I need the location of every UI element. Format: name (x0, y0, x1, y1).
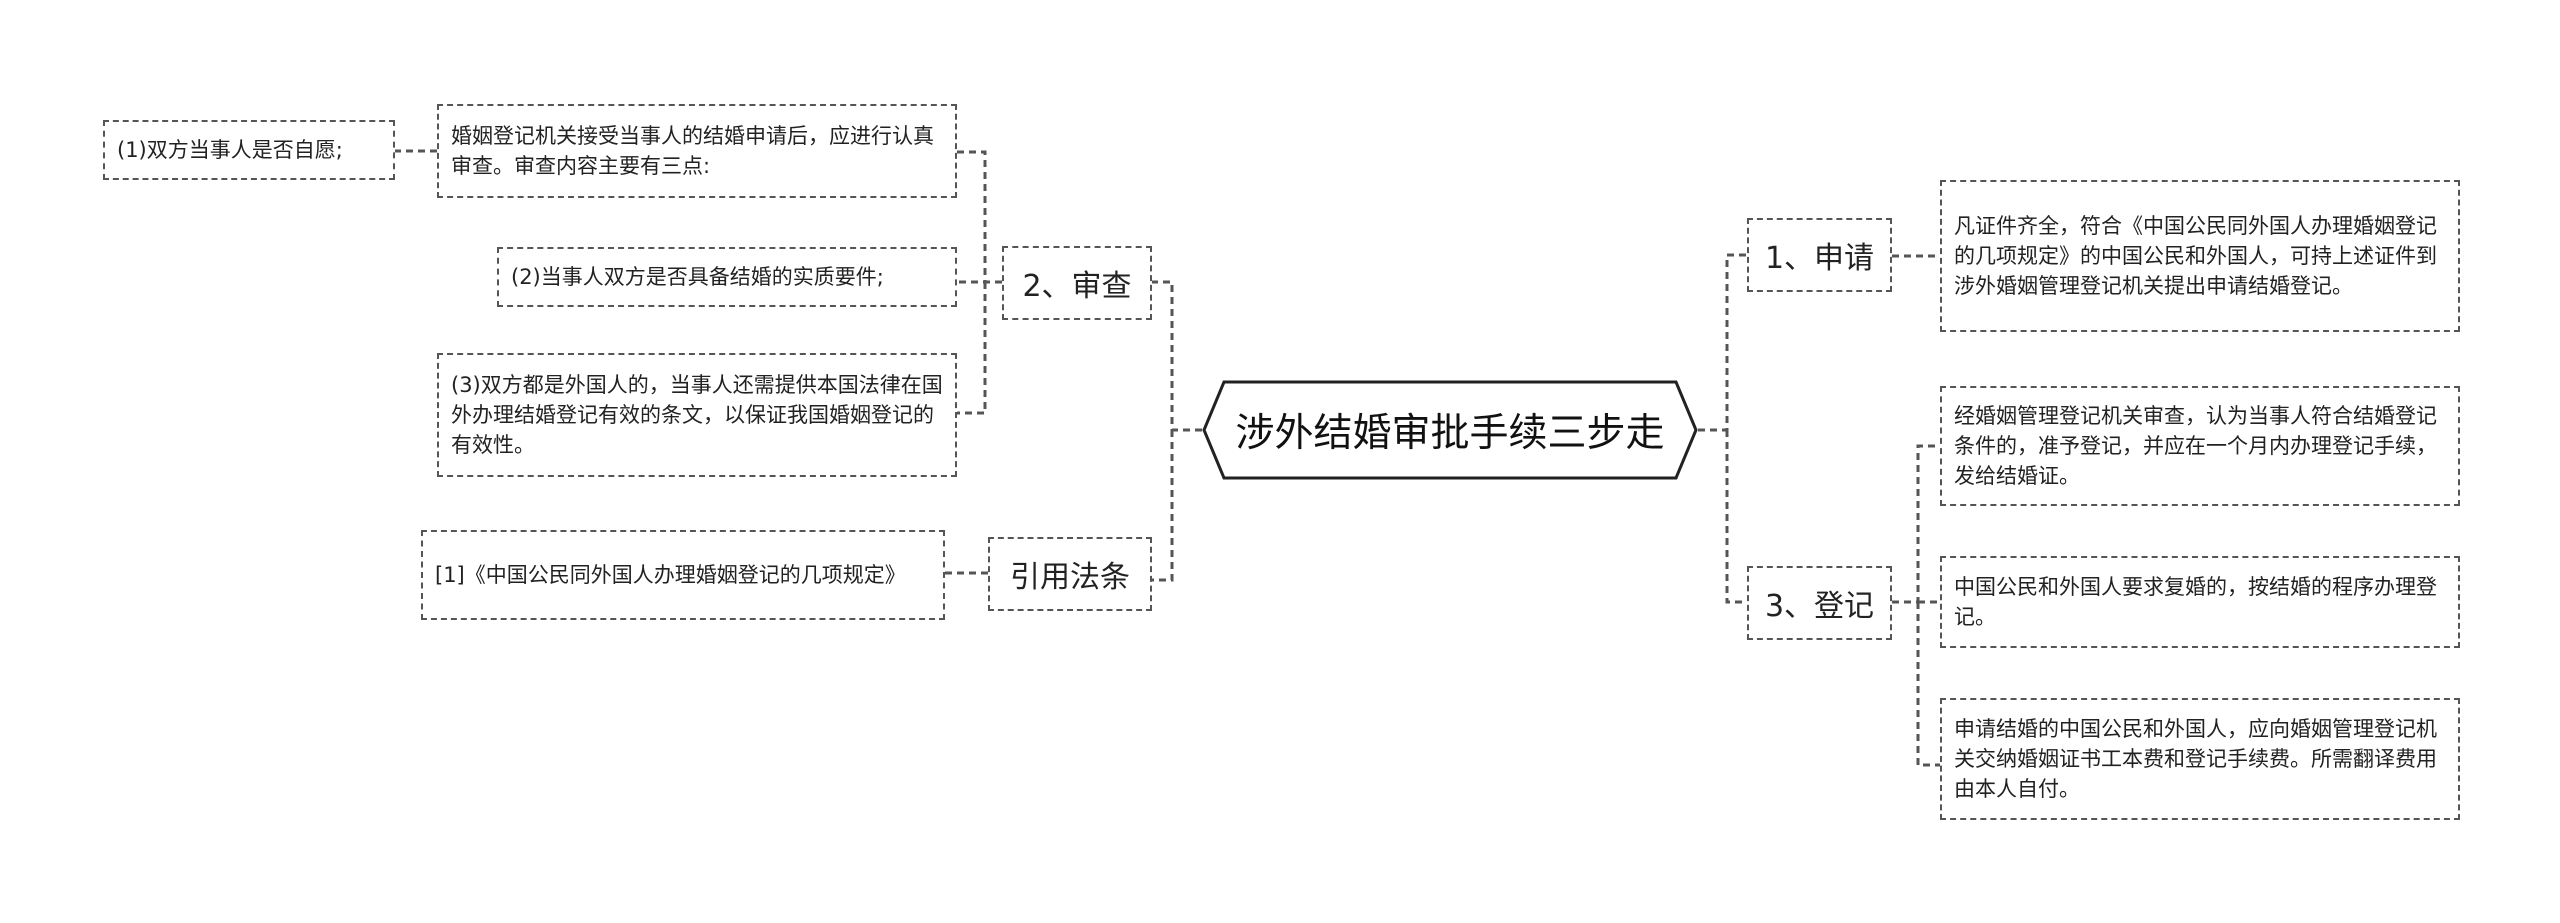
register-detail3-text: 申请结婚的中国公民和外国人，应向婚姻管理登记机关交纳婚姻证书工本费和登记手续费。… (1954, 717, 2437, 801)
law-ref-node[interactable]: [1]《中国公民同外国人办理婚姻登记的几项规定》 (421, 530, 945, 620)
branch-apply-label: 1、申请 (1764, 241, 1875, 276)
review-point3-text: (3)双方都是外国人的，当事人还需提供本国法律在国外办理结婚登记有效的条文，以保… (451, 373, 943, 457)
register-detail1-node[interactable]: 经婚姻管理登记机关审查，认为当事人符合结婚登记条件的，准予登记，并应在一个月内办… (1940, 386, 2460, 506)
connector-root-register (1725, 430, 1747, 604)
branch-apply[interactable]: 1、申请 (1747, 218, 1892, 292)
review-point2-text: (2)当事人双方是否具备结婚的实质要件; (511, 265, 884, 289)
review-point1-text: (1)双方当事人是否自愿; (117, 138, 343, 162)
branch-law-label: 引用法条 (1010, 560, 1130, 595)
connector-register-detail1 (1892, 444, 1940, 604)
root-title: 涉外结婚审批手续三步走 (1235, 411, 1665, 456)
register-detail2-text: 中国公民和外国人要求复婚的，按结婚的程序办理登记。 (1954, 575, 2437, 629)
review-intro-node[interactable]: 婚姻登记机关接受当事人的结婚申请后，应进行认真审查。审查内容主要有三点: (437, 104, 957, 198)
apply-detail-text: 凡证件齐全，符合《中国公民同外国人办理婚姻登记的几项规定》的中国公民和外国人，可… (1954, 214, 2437, 298)
branch-register[interactable]: 3、登记 (1747, 566, 1892, 640)
branch-review[interactable]: 2、审查 (1002, 246, 1152, 320)
review-point2-node[interactable]: (2)当事人双方是否具备结婚的实质要件; (497, 247, 957, 307)
branch-law[interactable]: 引用法条 (988, 537, 1152, 611)
root-hexagon-shape (1202, 380, 1698, 480)
law-ref-text: [1]《中国公民同外国人办理婚姻登记的几项规定》 (435, 563, 906, 587)
register-detail3-node[interactable]: 申请结婚的中国公民和外国人，应向婚姻管理登记机关交纳婚姻证书工本费和登记手续费。… (1940, 698, 2460, 820)
review-point3-node[interactable]: (3)双方都是外国人的，当事人还需提供本国法律在国外办理结婚登记有效的条文，以保… (437, 353, 957, 477)
root-node[interactable]: 涉外结婚审批手续三步走 (1202, 378, 1698, 482)
connector-register-detail3 (1916, 602, 1940, 767)
branch-register-label: 3、登记 (1764, 589, 1875, 624)
connector-review-intro (957, 150, 1002, 284)
register-detail2-node[interactable]: 中国公民和外国人要求复婚的，按结婚的程序办理登记。 (1940, 556, 2460, 648)
branch-review-label: 2、审查 (1022, 269, 1132, 304)
connector-root-apply (1698, 253, 1747, 432)
review-intro-text: 婚姻登记机关接受当事人的结婚申请后，应进行认真审查。审查内容主要有三点: (451, 124, 934, 178)
register-detail1-text: 经婚姻管理登记机关审查，认为当事人符合结婚登记条件的，准予登记，并应在一个月内办… (1954, 404, 2437, 488)
review-point1-node[interactable]: (1)双方当事人是否自愿; (103, 120, 395, 180)
connector-review-point3 (957, 282, 987, 415)
connector-root-law (1152, 430, 1174, 582)
connector-root-review (1152, 280, 1202, 432)
apply-detail-node[interactable]: 凡证件齐全，符合《中国公民同外国人办理婚姻登记的几项规定》的中国公民和外国人，可… (1940, 180, 2460, 332)
